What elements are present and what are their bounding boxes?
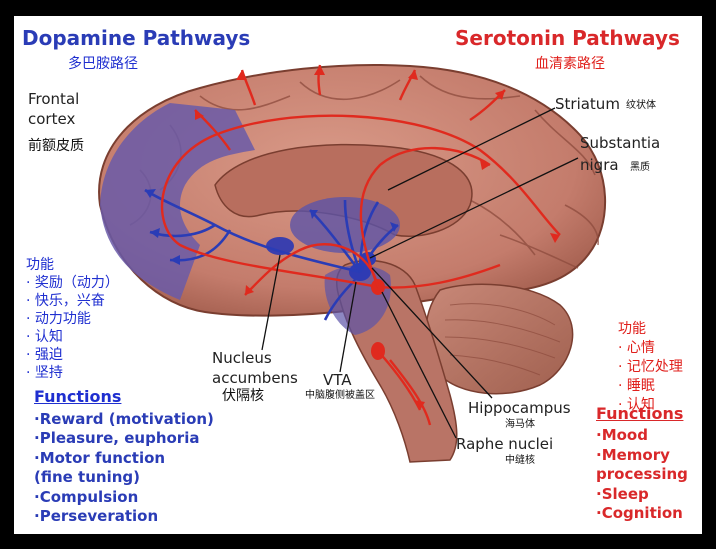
serotonin-arrowheads [195,65,560,410]
label-frontal-cn: 前额皮质 [28,138,84,154]
serotonin-function-cn-2: · 睡眠 [618,378,655,394]
frontal-cortex-region [100,103,255,300]
cerebellum-folds [444,303,561,376]
dopamine-function-2: ·Motor function [34,449,166,467]
serotonin-function-cn-1: · 记忆处理 [618,359,683,375]
dopamine-function-cn-0: · 奖励（动力） [26,275,119,291]
label-raphe-cn: 中缝核 [505,455,535,466]
label-frontal-line1: Frontal [28,90,80,108]
label-nucleus-line1: Nucleus [212,349,272,367]
serotonin-functions-cn-head: 功能 [618,321,646,337]
label-nucleus-cn: 伏隔核 [222,388,264,404]
dopamine-function-3: (fine tuning) [34,468,140,486]
dopamine-function-4: ·Compulsion [34,488,139,506]
dopamine-function-cn-3: · 认知 [26,329,63,345]
dopamine-function-cn-4: · 强迫 [26,347,63,363]
dopamine-function-1: ·Pleasure, euphoria [34,429,200,447]
label-nucleus-line2: accumbens [212,369,298,387]
label-hippocampus-cn: 海马体 [505,419,535,430]
serotonin-function-cn-0: · 心情 [618,340,655,356]
dopamine-title: Dopamine Pathways [22,26,251,50]
label-striatum: Striatum [555,95,620,113]
serotonin-function-3: ·Sleep [596,485,649,503]
dopamine-function-cn-5: · 坚持 [26,365,63,381]
leader-lines [261,107,579,439]
label-substantia-line1: Substantia [580,134,661,152]
serotonin-function-0: ·Mood [596,426,648,444]
label-vta: VTA [323,371,352,389]
dopamine-functions-head: Functions [34,387,122,406]
serotonin-title-cn: 血清素路径 [535,56,605,72]
serotonin-pathways [160,64,561,426]
label-raphe: Raphe nuclei [456,435,554,453]
serotonin-function-2: processing [596,465,688,483]
dopamine-function-5: ·Perseveration [34,507,159,525]
serotonin-function-cn-3: · 认知 [618,397,655,413]
dopamine-functions-cn-head: 功能 [26,257,54,273]
label-substantia-line2: nigra [580,156,619,174]
cerebellum [425,283,574,395]
corpus-callosum [214,143,473,237]
dopamine-function-0: ·Reward (motivation) [34,410,214,428]
label-striatum-cn: 纹状体 [626,100,656,111]
dopamine-function-cn-1: · 快乐，兴奋 [26,293,105,309]
label-frontal-line2: cortex [28,110,76,128]
serotonin-title: Serotonin Pathways [455,26,680,50]
serotonin-function-4: ·Cognition [596,504,683,522]
serotonin-function-1: ·Memory [596,446,670,464]
label-hippocampus: Hippocampus [468,399,571,417]
label-vta-cn: 中脑腹侧被盖区 [305,390,375,401]
serotonin-functions-head: Functions [596,404,684,423]
label-substantia-cn: 黑质 [630,162,650,173]
dopamine-arrowheads [145,189,398,265]
dopamine-title-cn: 多巴胺路径 [68,56,138,72]
dopamine-function-cn-2: · 动力功能 [26,311,91,327]
